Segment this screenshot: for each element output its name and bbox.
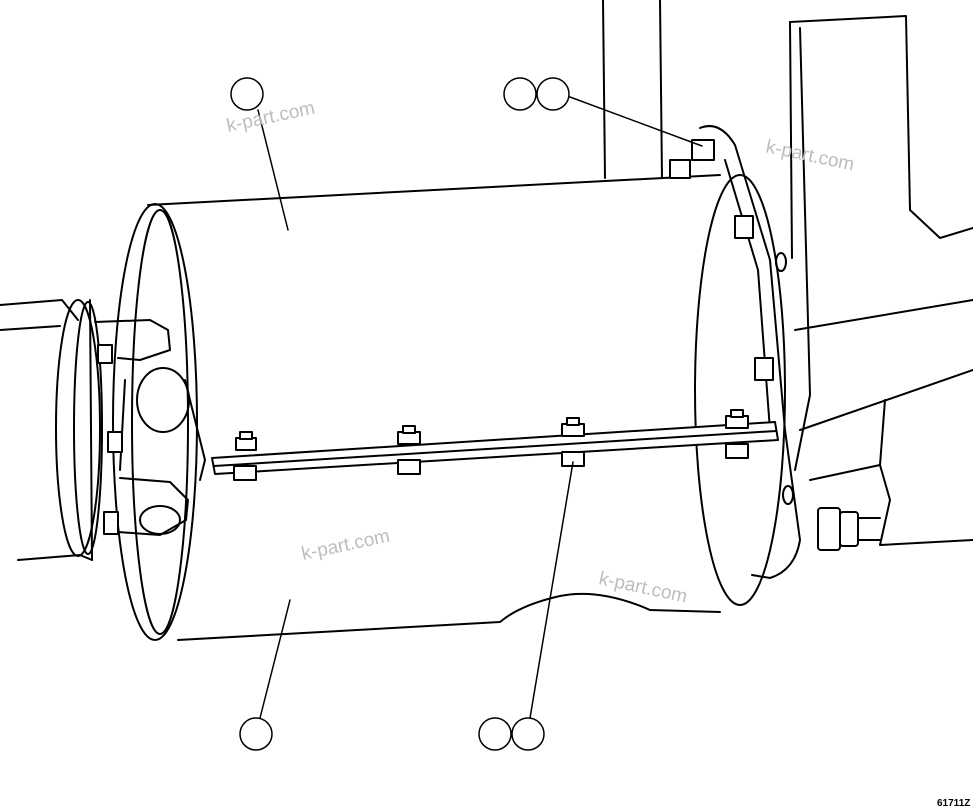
outlet-fitting bbox=[817, 507, 881, 551]
callout-muffler-body-bottom bbox=[239, 717, 273, 751]
strap-bolt-2 bbox=[397, 425, 421, 475]
callout-muffler-body-top bbox=[230, 77, 264, 111]
inlet-flange bbox=[94, 319, 206, 536]
clamp-strap bbox=[211, 421, 779, 475]
watermark-3: k-part.com bbox=[300, 526, 392, 565]
inlet-pipe bbox=[0, 299, 103, 561]
strap-bolt-3 bbox=[561, 417, 585, 467]
watermarks: k-part.com k-part.com k-part.com k-part.… bbox=[225, 98, 856, 608]
strap-bolt-1 bbox=[233, 431, 257, 481]
bracket-bolt-3 bbox=[734, 215, 754, 239]
strap-bolt-4 bbox=[725, 409, 749, 459]
watermark-4: k-part.com bbox=[597, 568, 689, 607]
callout-mounting-bolts bbox=[503, 77, 570, 111]
bracket-bolt-2 bbox=[669, 159, 691, 179]
watermark-2: k-part.com bbox=[764, 136, 856, 175]
leader-lines bbox=[257, 96, 703, 719]
pipe-flange-bolts bbox=[97, 344, 123, 535]
figure-code: 61711Z bbox=[937, 798, 970, 809]
bracket-bolt-4 bbox=[754, 357, 774, 381]
frame-structure bbox=[602, 0, 973, 546]
muffler-body bbox=[112, 174, 786, 641]
callout-strap-bolts bbox=[478, 717, 545, 751]
